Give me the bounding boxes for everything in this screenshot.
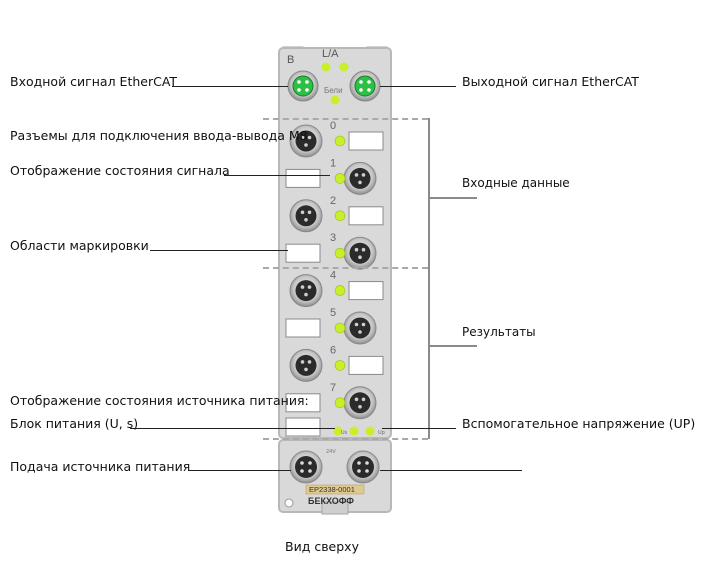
channel-number: 1 [330, 157, 336, 169]
signal-led [334, 173, 346, 184]
channel-row-2: 2 [289, 195, 384, 233]
channel-number: 7 [330, 382, 336, 394]
channel-row-5: 5 [285, 307, 377, 345]
signal-led [334, 247, 346, 259]
label-power-unit: Блок питания (U, s) [10, 416, 139, 431]
power-in-connector [289, 450, 323, 484]
ethercat-in-port [287, 70, 319, 102]
channel-number: 2 [330, 195, 336, 207]
m8-connector [289, 199, 323, 233]
channel-row-1: 1 [285, 157, 377, 195]
marking-area [348, 131, 384, 151]
marking-area [348, 355, 384, 375]
label-ethercat-out: Выходной сигнал EtherCAT [462, 74, 639, 89]
leader-power-supply [188, 470, 291, 471]
channel-row-3: 3 [285, 232, 377, 270]
model-plate [305, 484, 365, 495]
m8-connector [343, 386, 377, 420]
led-supply-up-2 [365, 426, 375, 436]
m8-connector [289, 274, 323, 308]
marking-area [285, 318, 321, 338]
channel-number: 3 [330, 232, 336, 244]
signal-led [334, 285, 346, 296]
label-aux-voltage: Вспомогательное напряжение (UP) [462, 416, 696, 431]
marking-area [285, 393, 321, 413]
leader-signal-status [224, 175, 330, 176]
bracket-vertical [428, 118, 430, 439]
channel-number: 4 [330, 270, 336, 282]
m8-connector [289, 348, 323, 382]
label-input-data: Входные данные [462, 176, 570, 190]
led-link-in-2 [339, 62, 349, 72]
label-24v: 24V [326, 449, 336, 455]
m8-connector [343, 161, 377, 195]
m8-connector [343, 311, 377, 345]
marking-area [348, 281, 384, 301]
brand-logo: БЕКХОФФ [308, 496, 354, 506]
marking-area-supply [285, 417, 321, 437]
label-signal-status: Отображение состояния сигнала [10, 163, 230, 178]
channel-number: 5 [330, 307, 336, 319]
leader-power-out [380, 470, 522, 471]
leader-power-unit [130, 428, 335, 429]
bracket-dash-middle [263, 267, 428, 269]
bracket-tick-input [430, 197, 477, 199]
led-supply-us [333, 426, 343, 436]
marking-area [285, 168, 321, 188]
label-b: B [287, 54, 294, 66]
channel-number: 0 [330, 120, 336, 132]
leader-ethercat-out [380, 86, 456, 87]
power-out-connector [346, 450, 380, 484]
label-port: Бели [324, 86, 343, 95]
model-number: EP2338-0001 [309, 485, 355, 494]
label-la: L/A [322, 48, 339, 60]
caption: Вид сверху [285, 539, 359, 554]
bracket-dash-top [263, 118, 428, 120]
channel-row-4: 4 [289, 270, 384, 308]
bracket-dash-bottom [263, 438, 428, 440]
signal-led [334, 210, 346, 222]
label-up: Up [378, 430, 385, 436]
channel-row-6: 6 [289, 344, 384, 382]
led-link-out [330, 95, 340, 105]
label-ethercat-in: Входной сигнал EtherCAT [10, 74, 178, 89]
label-power-supply: Подача источника питания [10, 459, 191, 474]
m8-connector [343, 236, 377, 270]
signal-led [334, 322, 346, 334]
marking-area [348, 206, 384, 226]
signal-led [334, 135, 346, 147]
m8-connector [289, 124, 323, 158]
signal-led [334, 397, 346, 409]
led-link-in-1 [321, 62, 331, 72]
bracket-tick-results [430, 345, 477, 347]
channel-row-7: 7 [285, 382, 377, 420]
signal-led [334, 360, 346, 371]
ethercat-out-port [349, 70, 381, 102]
channel-row-0: 0 [289, 120, 384, 158]
channel-number: 6 [330, 344, 336, 356]
marking-area [285, 243, 321, 263]
label-results: Результаты [462, 325, 536, 339]
leader-aux-voltage [382, 428, 456, 429]
label-marking-areas: Области маркировки [10, 238, 149, 253]
mount-lug-bottom [321, 501, 349, 515]
led-supply-up-1 [349, 426, 359, 436]
leader-ethercat-in [172, 86, 288, 87]
leader-marking-areas [150, 250, 288, 251]
label-power-status: Отображение состояния источника питания: [10, 393, 309, 408]
label-m8-connectors: Разъемы для подключения ввода-вывода M8 [10, 128, 308, 143]
label-us: Us [341, 430, 348, 436]
